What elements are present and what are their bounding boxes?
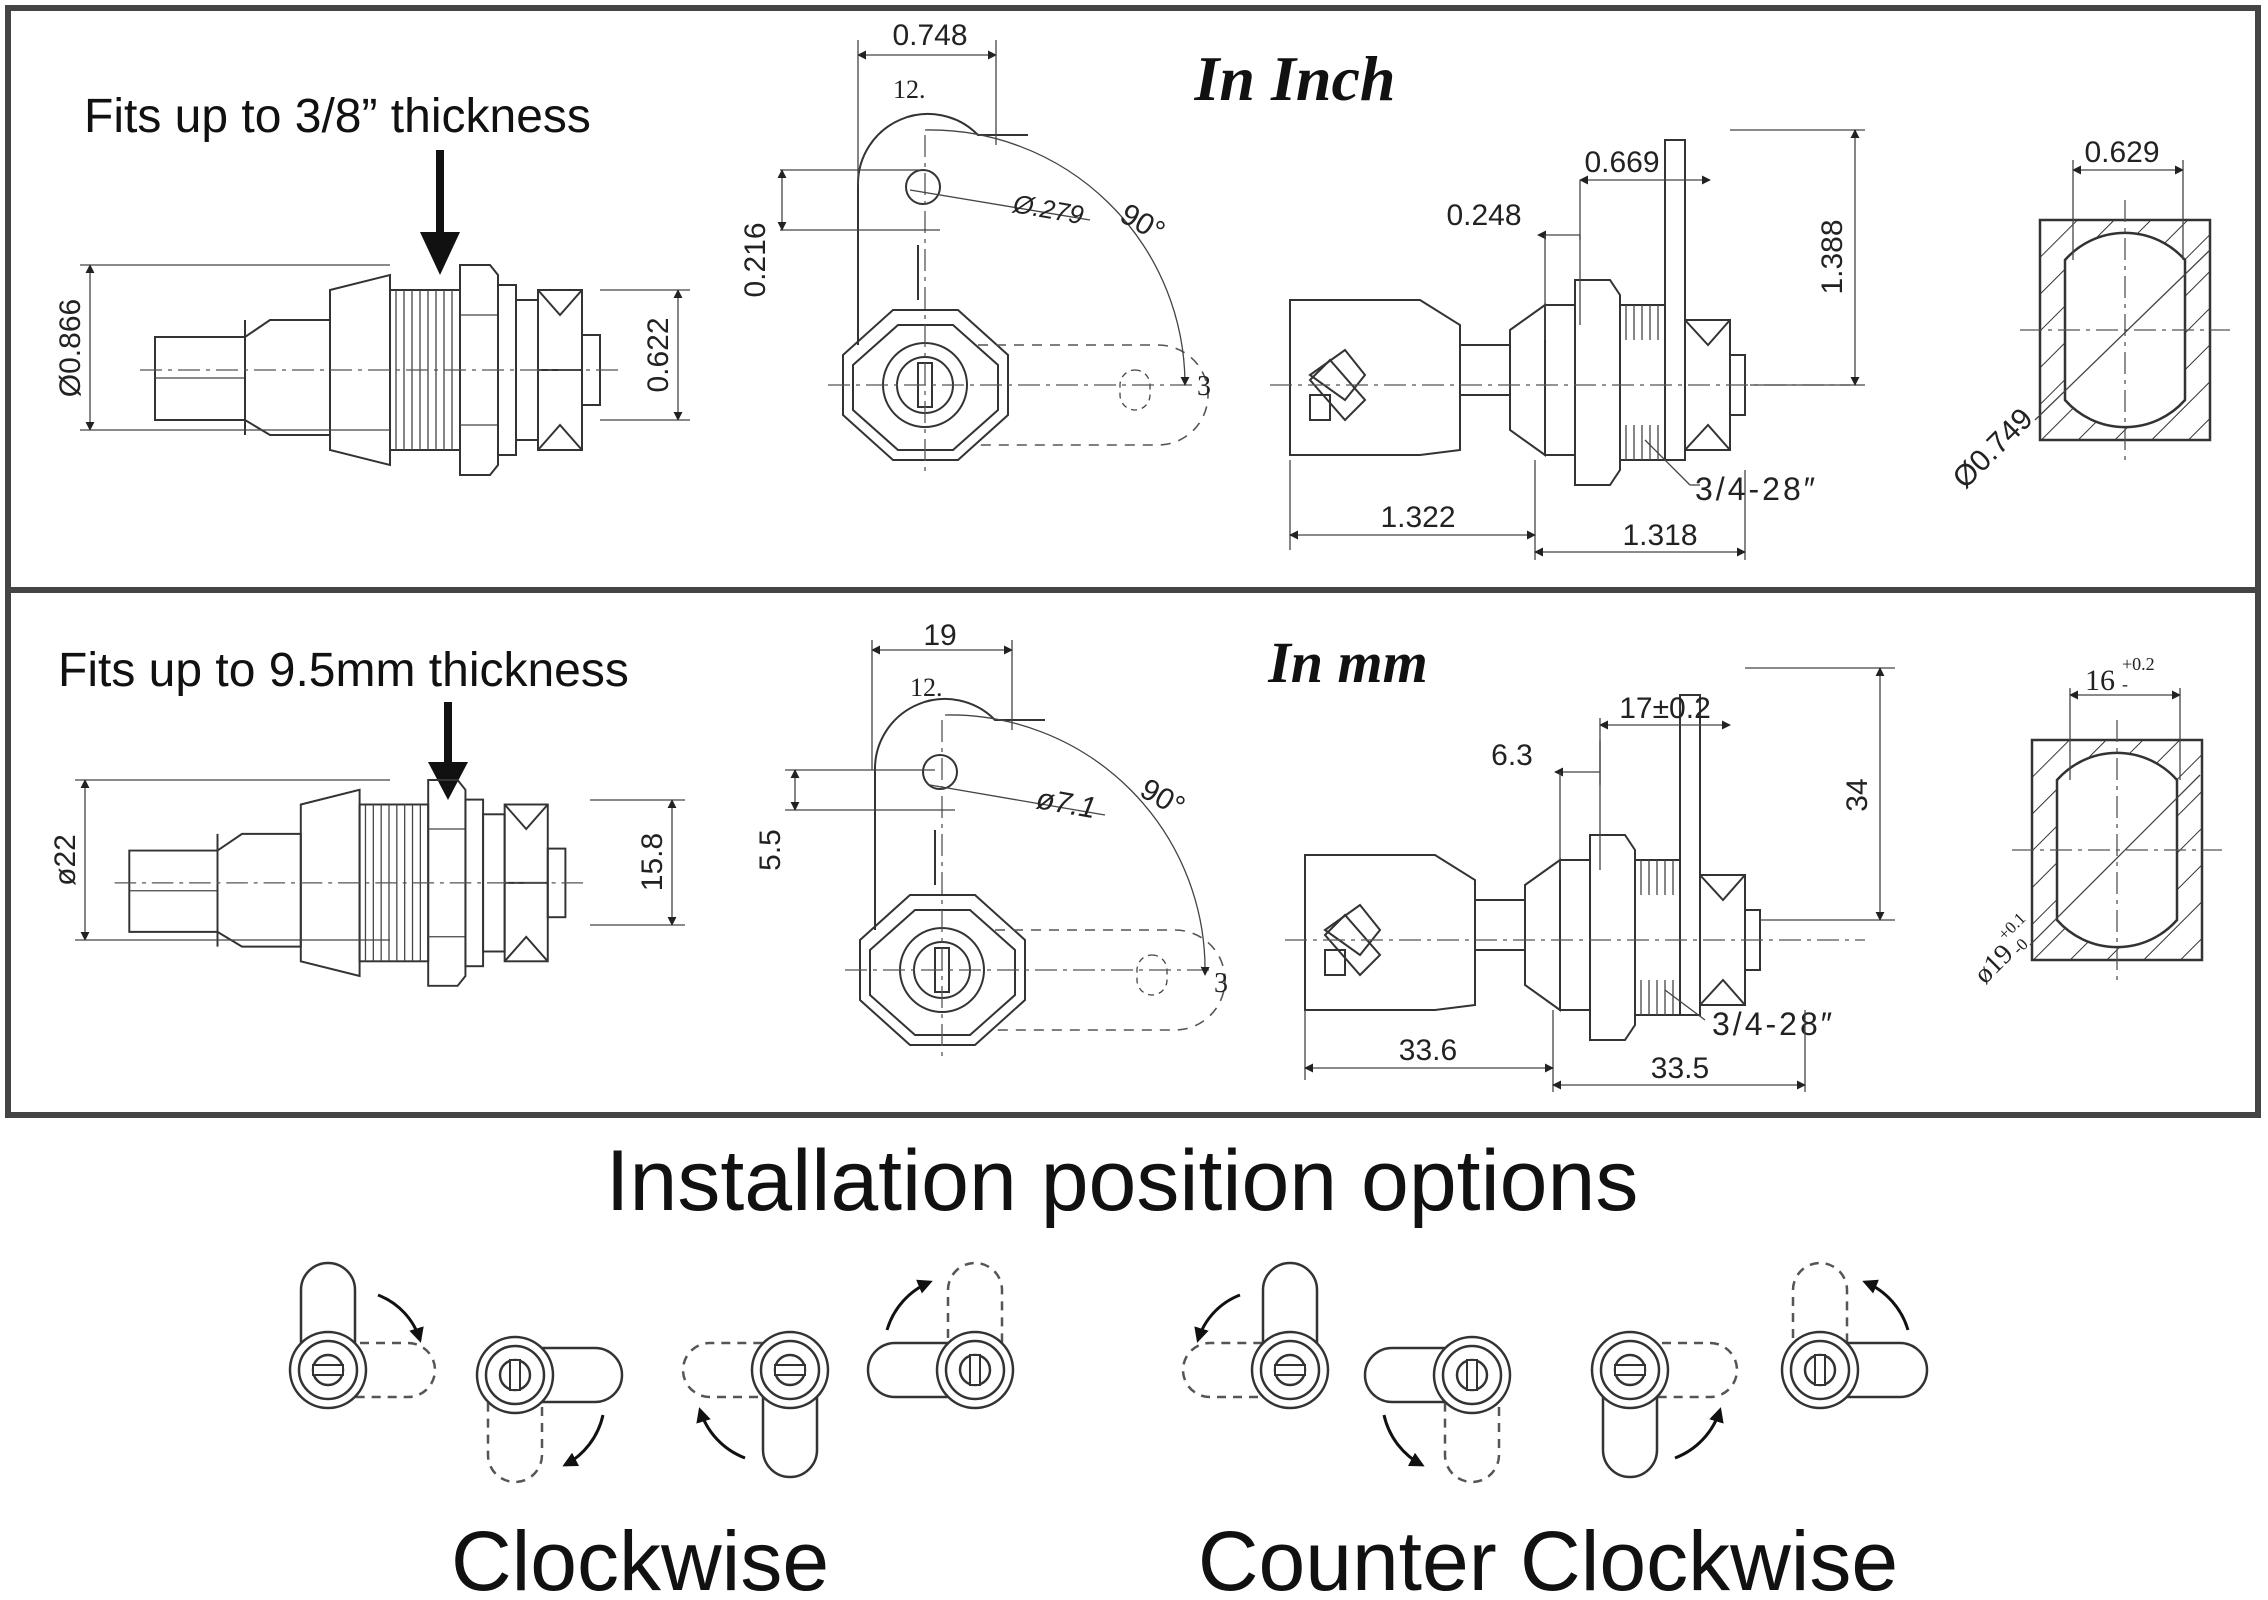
- inch-position-3: 3: [1197, 371, 1211, 402]
- installation-heading: Installation position options: [606, 1133, 1639, 1229]
- rotation-arrow-icon: [696, 1407, 746, 1460]
- inch-fit-note: Fits up to 3/8” thickness: [84, 90, 591, 143]
- inch-side-view: [139, 264, 621, 476]
- mm-dim-nut-height: 15.8: [636, 833, 669, 891]
- mm-dim-cam-offset: 6.3: [1491, 739, 1533, 772]
- counter-clockwise-options: [1181, 1261, 1929, 1484]
- lock-cam-icon: [288, 1261, 437, 1410]
- mm-dim-slot-dia: ø7.1: [1034, 782, 1099, 825]
- mm-key-section-view: [1284, 694, 1866, 1041]
- counter-clockwise-label: Counter Clockwise: [1198, 1514, 1898, 1600]
- rotation-arrow-icon: [562, 1414, 605, 1467]
- rotation-arrow-icon: [1382, 1414, 1425, 1467]
- mm-dim-thread: 3/4-28″: [1712, 1006, 1835, 1042]
- mm-dim-key-len: 33.6: [1399, 1034, 1457, 1067]
- inch-key-section-view: [1269, 139, 1851, 486]
- mm-panel: In mm Fits up to 9.5mm thickness ø22 15.…: [49, 619, 2224, 1092]
- mm-cam-front-view: [844, 697, 1226, 1061]
- inch-cam-front-view: [827, 112, 1209, 477]
- clockwise-label: Clockwise: [451, 1514, 829, 1600]
- rotation-arrow-icon: [377, 1293, 424, 1343]
- mm-fit-note: Fits up to 9.5mm thickness: [58, 644, 629, 697]
- rotation-arrow-icon: [885, 1279, 933, 1331]
- lock-cam-icon: [475, 1335, 624, 1484]
- inch-dim-cam-height: 1.388: [1816, 219, 1849, 294]
- inch-dim-diameter-body: Ø0.866: [54, 299, 87, 397]
- inch-dim-cutout-width: 0.629: [2084, 136, 2159, 169]
- inch-dim-thread: 3/4-28″: [1695, 471, 1818, 507]
- mm-dim-diameter-body: ø22: [49, 834, 82, 886]
- inch-dim-slot-dia: Ø.279: [1010, 188, 1086, 230]
- inch-dim-slot-offset: 0.216: [739, 222, 772, 297]
- mm-title: In mm: [1267, 630, 1428, 695]
- rotation-arrow-icon: [1862, 1279, 1910, 1331]
- clockwise-options: [288, 1261, 1015, 1484]
- inch-title: In Inch: [1194, 43, 1396, 114]
- mm-panel-frame: [5, 587, 2261, 1118]
- lock-cam-icon: [1363, 1335, 1512, 1484]
- mm-position-3: 3: [1214, 968, 1228, 999]
- down-arrow-icon: [428, 702, 468, 800]
- mm-dim-cutout-dia-tol: +0.1: [1994, 909, 2029, 944]
- lock-cam-icon: [1780, 1261, 1929, 1410]
- rotation-arrow-icon: [1674, 1407, 1724, 1460]
- mm-dim-thread-len: 17±0.2: [1619, 692, 1711, 725]
- inch-dim-cutout-dia: Ø0.749: [1947, 402, 2040, 495]
- mm-dim-cam-width: 19: [923, 619, 956, 652]
- inch-dim-thread-len: 0.669: [1584, 146, 1659, 179]
- mm-dim-angle: 90°: [1135, 772, 1191, 823]
- inch-dim-cam-width: 0.748: [892, 19, 967, 52]
- lock-cam-icon: [866, 1261, 1015, 1410]
- mm-side-view: [113, 779, 586, 987]
- mm-dim-cutout-width: 16: [2085, 664, 2115, 697]
- mm-cam-label: 12.: [910, 673, 943, 702]
- inch-panel: In Inch Fits up to 3/8” thickness Ø0.866…: [54, 19, 2232, 560]
- mm-dim-cam-height: 34: [1841, 778, 1874, 811]
- lock-cam-icon: [1181, 1261, 1330, 1410]
- mm-dim-slot-offset: 5.5: [754, 829, 787, 871]
- inch-dim-key-len: 1.322: [1380, 501, 1455, 534]
- mm-dim-cutout-width-tol2: -: [2122, 674, 2128, 694]
- mm-panel-cutout: [2010, 718, 2224, 982]
- inch-cam-label: 12.: [893, 75, 926, 104]
- inch-dim-nut-height: 0.622: [642, 317, 675, 392]
- inch-dim-angle: 90°: [1115, 197, 1171, 248]
- mm-dim-cutout-width-tol: +0.2: [2122, 654, 2155, 674]
- lock-cam-icon: [1590, 1330, 1739, 1479]
- down-arrow-icon: [420, 150, 460, 275]
- mm-dim-body-len: 33.5: [1651, 1052, 1709, 1085]
- inch-dim-body-len: 1.318: [1622, 519, 1697, 552]
- lock-cam-icon: [681, 1330, 830, 1479]
- inch-dim-cam-offset: 0.248: [1446, 199, 1521, 232]
- rotation-arrow-icon: [1194, 1293, 1241, 1343]
- inch-panel-cutout: [2018, 198, 2232, 462]
